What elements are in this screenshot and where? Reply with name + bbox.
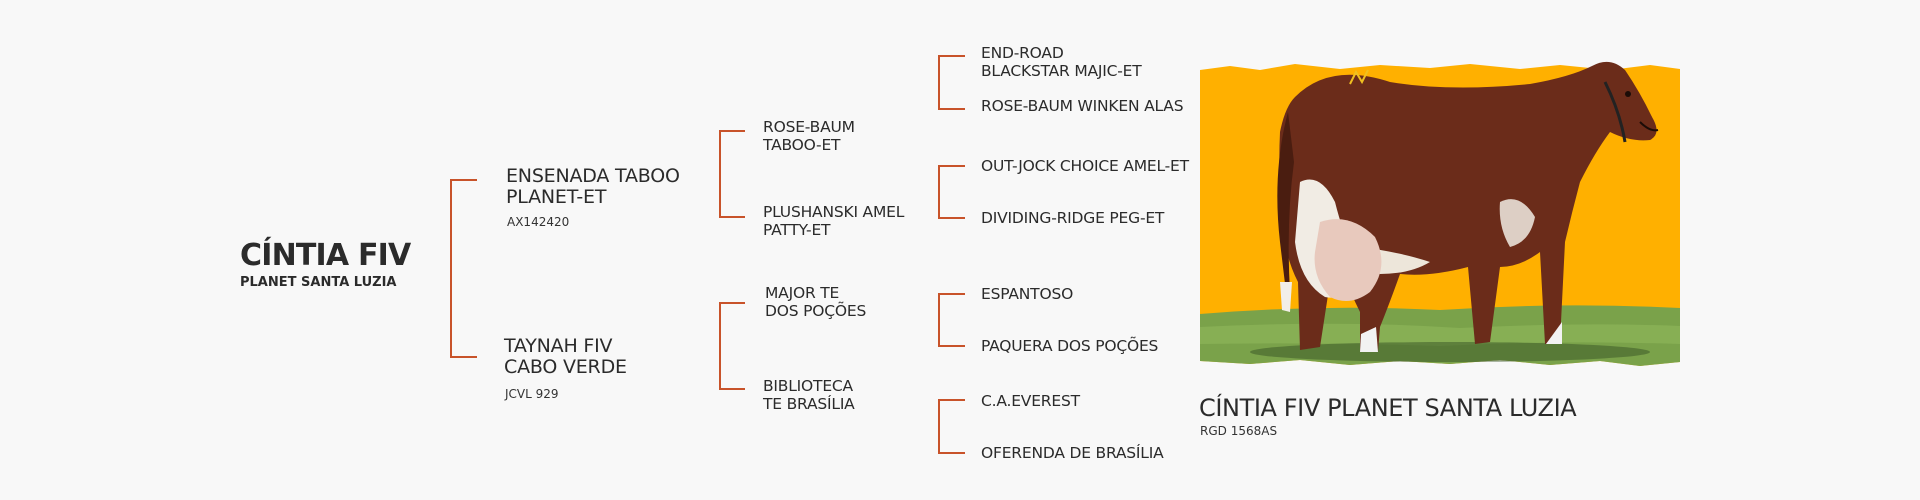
grandparent-2: PLUSHANSKI AMEL PATTY-ET <box>763 203 905 239</box>
great-grandparent-1: END-ROAD BLACKSTAR MAJIC-ET <box>981 44 1142 80</box>
cow-photo <box>1200 52 1680 385</box>
great-grandparent-7: C.A.EVEREST <box>981 392 1080 410</box>
gg-bracket-2 <box>938 165 965 219</box>
grandparent-4: BIBLIOTECA TE BRASÍLIA <box>763 377 855 413</box>
great-grandparent-8: OFERENDA DE BRASÍLIA <box>981 444 1164 462</box>
parent-bracket <box>450 179 477 358</box>
animal-name: CÍNTIA FIV <box>240 238 411 273</box>
grandparent-3: MAJOR TE DOS POÇÕES <box>765 284 867 320</box>
animal-subtitle: PLANET SANTA LUZIA <box>240 275 397 290</box>
grandparent-1: ROSE-BAUM TABOO-ET <box>763 118 855 154</box>
dam-bracket <box>719 302 745 390</box>
sire-bracket <box>719 130 745 218</box>
great-grandparent-6: PAQUERA DOS POÇÕES <box>981 337 1159 355</box>
gg-bracket-4 <box>938 399 965 454</box>
sire-name: ENSENADA TABOO PLANET-ET <box>506 165 680 208</box>
gg-bracket-1 <box>938 55 965 110</box>
sire-reg: AX142420 <box>507 215 570 229</box>
great-grandparent-3: OUT-JOCK CHOICE AMEL-ET <box>981 157 1189 175</box>
gg-bracket-3 <box>938 293 965 347</box>
photo-caption-reg: RGD 1568AS <box>1200 424 1278 438</box>
dam-reg: JCVL 929 <box>505 387 559 401</box>
great-grandparent-2: ROSE-BAUM WINKEN ALAS <box>981 97 1184 115</box>
photo-caption-title: CÍNTIA FIV PLANET SANTA LUZIA <box>1199 394 1577 422</box>
great-grandparent-4: DIVIDING-RIDGE PEG-ET <box>981 209 1165 227</box>
great-grandparent-5: ESPANTOSO <box>981 285 1074 303</box>
dam-name: TAYNAH FIV CABO VERDE <box>504 335 627 378</box>
